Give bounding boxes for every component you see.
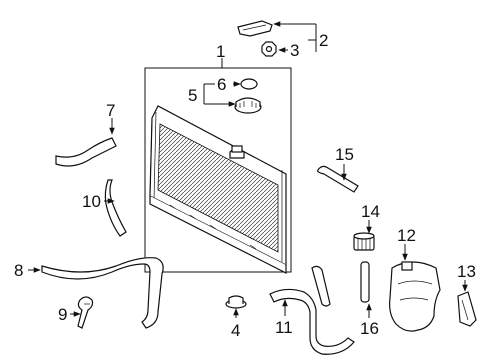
reserve-cap-part [353,232,375,251]
overflow-tube-part [317,165,359,193]
radiator-cap-part [234,97,262,114]
callout-10: 10 [82,192,101,211]
callout-13: 13 [457,262,476,281]
callout-8: 8 [14,261,23,280]
tank-bracket-part [457,291,477,327]
callout-12: 12 [397,226,416,245]
reserve-tank-part [389,261,441,332]
leader-lines [28,21,468,318]
bracket-part [237,20,273,37]
callout-14: 14 [361,202,380,221]
callout-15: 15 [335,145,354,164]
lower-hose-part [41,257,164,329]
hose-clamp-part [77,296,94,329]
upper-hose-part [55,137,117,167]
bypass-hose-part [269,288,355,355]
callout-9: 9 [58,305,67,324]
callout-3: 3 [290,41,299,60]
callout-1: 1 [216,42,225,61]
radiator-part [149,105,287,274]
callout-4: 4 [231,321,240,340]
hose-pipe-part [311,265,331,307]
cap-seal-part [240,78,258,90]
callout-5: 5 [188,86,197,105]
callout-6: 6 [217,75,226,94]
reserve-tube-part [360,261,370,303]
radiator-assembly-frame [144,67,292,273]
small-hose-part [104,179,127,237]
nut-part [261,41,277,57]
callout-2: 2 [319,31,328,50]
callout-11: 11 [275,318,293,337]
callout-7: 7 [106,101,115,120]
callout-16: 16 [360,319,379,338]
grommet-part [225,295,247,309]
